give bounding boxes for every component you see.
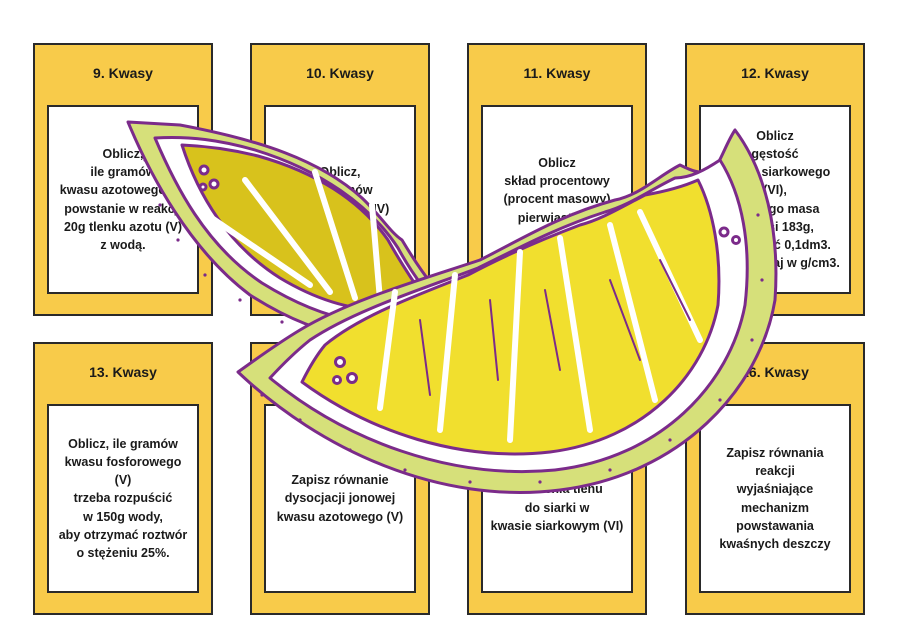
card-9: 9. Kwasy Oblicz, ile gramów kwasu azotow…: [33, 43, 213, 316]
card-title: 15. Kwasy: [523, 364, 591, 380]
card-title: 14. Kwasy: [306, 364, 374, 380]
card-10: 10. Kwasy Oblicz, ile gramów tlenku węgl…: [250, 43, 430, 316]
card-body: Zapisz równanie dysocjacji jonowej kwasu…: [264, 404, 416, 593]
card-body: Oblicz, ile gramów kwasu azotowego (V) p…: [47, 105, 199, 294]
card-title: 12. Kwasy: [741, 65, 809, 81]
card-11: 11. Kwasy Oblicz skład procentowy (proce…: [467, 43, 647, 316]
card-title: 9. Kwasy: [93, 65, 153, 81]
card-body: Oblicz stopień utlenienia tlenu do siark…: [481, 404, 633, 593]
card-title: 13. Kwasy: [89, 364, 157, 380]
card-14: 14. Kwasy Zapisz równanie dysocjacji jon…: [250, 342, 430, 615]
card-body: Zapisz równania reakcji wyjaśniające mec…: [699, 404, 851, 593]
card-body: Oblicz skład procentowy (procent masowy)…: [481, 105, 633, 294]
card-16: 16. Kwasy Zapisz równania reakcji wyjaśn…: [685, 342, 865, 615]
card-title: 11. Kwasy: [523, 65, 591, 81]
card-title: 10. Kwasy: [306, 65, 374, 81]
card-12: 12. Kwasy Oblicz gęstość kwasu siarkoweg…: [685, 43, 865, 316]
card-body: Oblicz gęstość kwasu siarkowego (VI), je…: [699, 105, 851, 294]
card-body: Oblicz, ile gramów tlenku węgla (IV) nal…: [264, 105, 416, 294]
lemon-peel-dots: [143, 158, 764, 484]
card-15: 15. Kwasy Oblicz stopień utlenienia tlen…: [467, 342, 647, 615]
card-title: 16. Kwasy: [741, 364, 809, 380]
card-13: 13. Kwasy Oblicz, ile gramów kwasu fosfo…: [33, 342, 213, 615]
card-body: Oblicz, ile gramów kwasu fosforowego (V)…: [47, 404, 199, 593]
